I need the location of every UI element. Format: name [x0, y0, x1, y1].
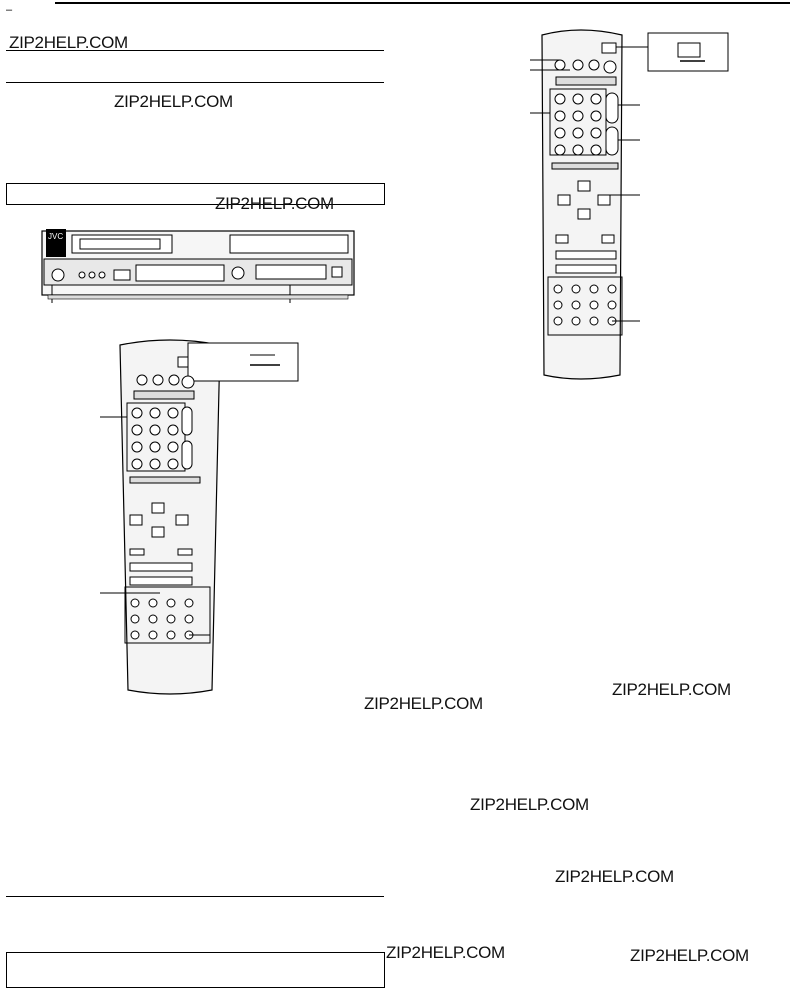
- watermark-6: ZIP2HELP.COM: [470, 795, 589, 814]
- watermark-3: ZIP2HELP.COM: [215, 194, 334, 213]
- vcr-illustration: JVC: [41, 229, 355, 303]
- watermark-8: ZIP2HELP.COM: [386, 943, 505, 962]
- rule-3: [6, 896, 384, 897]
- page-marker: –: [6, 4, 13, 16]
- watermark-4: ZIP2HELP.COM: [364, 694, 483, 713]
- watermark-1: ZIP2HELP.COM: [9, 33, 128, 52]
- section-footer-box: [6, 952, 385, 988]
- watermark-9: ZIP2HELP.COM: [630, 946, 749, 965]
- watermark-2: ZIP2HELP.COM: [114, 92, 233, 111]
- top-rule: [55, 2, 790, 4]
- remote-illustration-left: [100, 339, 299, 695]
- section-header-box: [6, 183, 385, 205]
- rule-1: [6, 50, 384, 51]
- watermark-7: ZIP2HELP.COM: [555, 867, 674, 886]
- watermark-5: ZIP2HELP.COM: [612, 680, 731, 699]
- rule-2: [6, 82, 384, 83]
- vcr-brand-label: JVC: [48, 232, 63, 241]
- remote-illustration-right: [530, 29, 729, 380]
